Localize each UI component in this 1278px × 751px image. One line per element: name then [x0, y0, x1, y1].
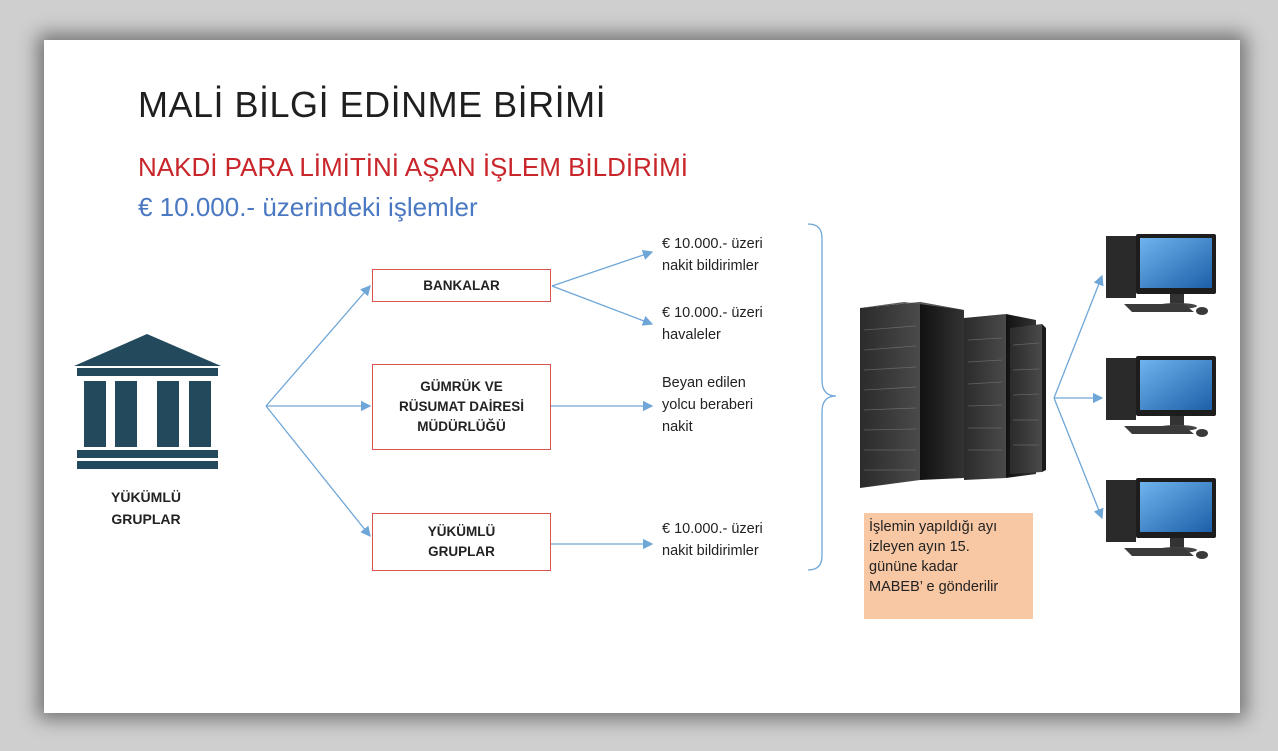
grouping-bracket — [807, 223, 837, 571]
subtitle: NAKDİ PARA LİMİTİNİ AŞAN İŞLEM BİLDİRİMİ — [138, 152, 688, 182]
page-title: MALİ BİLGİ EDİNME BİRİMİ — [138, 84, 607, 125]
arrow-to-yukumlu — [265, 405, 371, 538]
box-bankalar: BANKALAR — [372, 269, 551, 302]
report-label-1: € 10.000.- üzeri nakit bildirimler — [662, 236, 763, 274]
arrow-to-computer-3 — [1053, 397, 1104, 520]
report-label-2: € 10.000.- üzeri havaleler — [662, 305, 763, 343]
box-gumruk-label: GÜMRÜK VE RÜSUMAT DAİRESİ MÜDÜRLÜĞÜ — [398, 379, 524, 434]
source-label: YÜKÜMLÜ GRUPLAR — [111, 489, 181, 527]
deadline-note: İşlemin yapıldığı ayı izleyen ayın 15. g… — [864, 513, 1033, 619]
box-bankalar-label: BANKALAR — [423, 277, 500, 293]
box-yukumlu: YÜKÜMLÜ GRUPLAR — [372, 513, 551, 571]
box-gumruk: GÜMRÜK VE RÜSUMAT DAİRESİ MÜDÜRLÜĞÜ — [372, 364, 551, 450]
report-label-4: € 10.000.- üzeri nakit bildirimler — [662, 521, 763, 559]
connector-layer — [265, 223, 1104, 571]
box-yukumlu-label: YÜKÜMLÜ GRUPLAR — [427, 524, 496, 559]
arrow-to-bankalar — [265, 285, 371, 407]
arrow-to-report-1 — [551, 250, 654, 287]
arrow-to-computer-1 — [1053, 274, 1104, 399]
report-label-3: Beyan edilen yolcu beraberi nakit — [662, 375, 754, 435]
threshold-text: € 10.000.- üzerindeki işlemler — [138, 192, 478, 222]
arrow-to-report-2 — [551, 285, 654, 326]
slide: MALİ BİLGİ EDİNME BİRİMİ NAKDİ PARA LİMİ… — [44, 40, 1240, 713]
